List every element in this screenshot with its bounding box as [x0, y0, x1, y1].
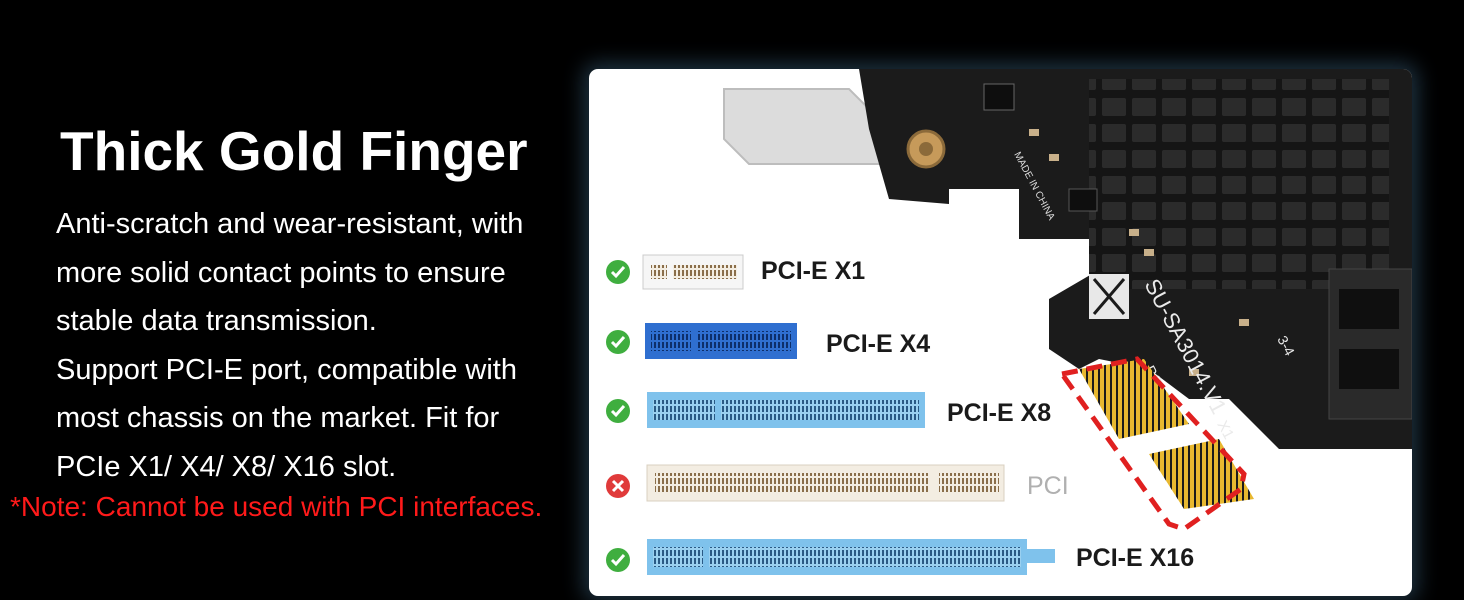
slot-row-x16: PCI-E X16 — [606, 539, 1194, 575]
slot-label-pci: PCI — [1027, 472, 1069, 500]
slot-row-x8: PCI-E X8 — [606, 392, 1051, 428]
slot-label-x1: PCI-E X1 — [761, 257, 865, 285]
slot-label-x16: PCI-E X16 — [1076, 544, 1194, 572]
description-line: stable data transmission. — [56, 305, 377, 337]
slot-label-x4: PCI-E X4 — [826, 330, 930, 358]
description-line: Anti-scratch and wear-resistant, with — [56, 208, 524, 240]
heading: Thick Gold Finger — [60, 120, 528, 182]
slot-row-x4: PCI-E X4 — [606, 323, 930, 359]
description-line: more solid contact points to ensure — [56, 256, 506, 289]
gold-finger-highlight — [1057, 356, 1247, 532]
pcb-board: SU-SA3014.V1 PCI-E X1 3-4 MADE IN CHINA — [859, 69, 1412, 449]
description-line: most chassis on the market. Fit for — [56, 402, 500, 434]
slot-row-pci: PCI — [606, 464, 1069, 502]
product-illustration: SU-SA3014.V1 PCI-E X1 3-4 MADE IN CHINA … — [606, 69, 1412, 575]
heatsink — [1089, 79, 1389, 289]
description-line: Support PCI-E port, compatible with — [56, 353, 517, 386]
compatibility-note: *Note: Cannot be used with PCI interface… — [10, 491, 543, 522]
description: Anti-scratch and wear-resistant, with mo… — [56, 200, 596, 491]
board-lane: X1 — [1213, 418, 1237, 442]
product-image-panel: SU-SA3014.V1 PCI-E X1 3-4 MADE IN CHINA … — [589, 69, 1412, 596]
description-line: PCIe X1/ X4/ X8/ X16 slot. — [56, 450, 397, 483]
slot-label-x8: PCI-E X8 — [947, 399, 1051, 427]
slot-row-x1: PCI-E X1 — [606, 254, 865, 290]
chip — [983, 83, 1015, 111]
